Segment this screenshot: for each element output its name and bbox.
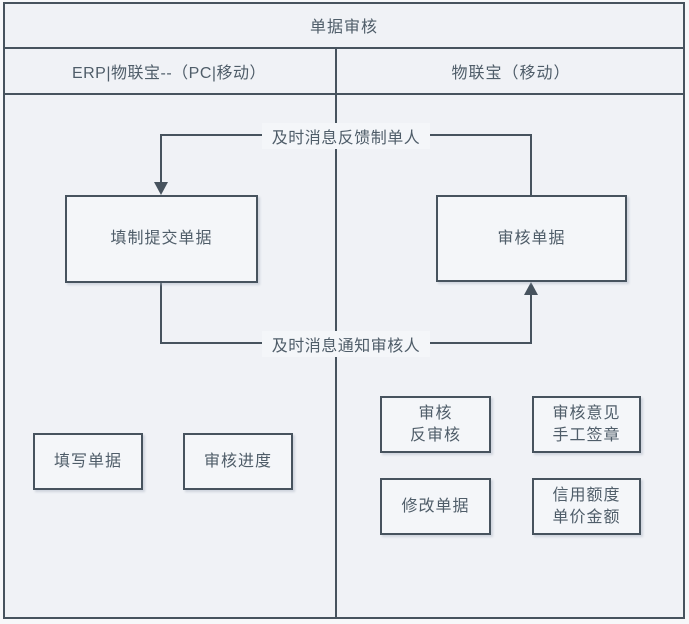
connector-label-feedback: 及时消息反馈制单人 xyxy=(262,123,430,149)
connector-feedback-right-horizontal xyxy=(420,134,531,136)
node-label: 填写单据 xyxy=(53,452,122,470)
node-label-line2: 单价金额 xyxy=(552,508,621,526)
diagram-title: 单据审核 xyxy=(309,19,378,36)
connector-feedback-left-horizontal xyxy=(160,134,268,136)
connector-label-notify: 及时消息通知审核人 xyxy=(262,331,430,357)
arrowhead-up-icon xyxy=(524,282,538,295)
connector-notify-left-vertical xyxy=(160,283,162,344)
node-label-line2: 反审核 xyxy=(409,426,461,444)
connector-feedback-right-vertical xyxy=(530,134,532,195)
node-label: 填制提交单据 xyxy=(110,230,213,248)
node-label-line1: 审核意见 xyxy=(552,404,621,422)
connector-feedback-left-vertical xyxy=(160,134,162,183)
column-header-mobile: 物联宝（移动） xyxy=(451,65,571,82)
node-review-document: 审核单据 xyxy=(436,195,627,282)
node-modify-document: 修改单据 xyxy=(380,478,491,535)
node-label: 修改单据 xyxy=(401,497,470,515)
node-credit-amount: 信用额度 单价金额 xyxy=(532,478,641,535)
column-header-erp-pc: ERP|物联宝--（PC|移动） xyxy=(71,65,267,82)
node-opinion-signature: 审核意见 手工签章 xyxy=(532,396,641,453)
node-fill-submit-document: 填制提交单据 xyxy=(65,195,258,283)
node-fill-doc: 填写单据 xyxy=(33,433,143,490)
node-label-line1: 信用额度 xyxy=(552,486,621,504)
node-review-progress: 审核进度 xyxy=(183,433,293,490)
connector-notify-left-horizontal xyxy=(160,342,268,344)
node-review-unreview: 审核 反审核 xyxy=(380,396,491,453)
header-separator-line xyxy=(3,93,685,95)
title-separator-line xyxy=(3,47,685,49)
node-label: 审核进度 xyxy=(203,452,272,470)
connector-notify-right-horizontal xyxy=(420,342,531,344)
node-label-line1: 审核 xyxy=(418,404,453,422)
node-label: 审核单据 xyxy=(497,229,566,247)
connector-notify-right-vertical xyxy=(530,294,532,344)
node-label-line2: 手工签章 xyxy=(552,426,621,444)
arrowhead-down-icon xyxy=(154,182,168,195)
